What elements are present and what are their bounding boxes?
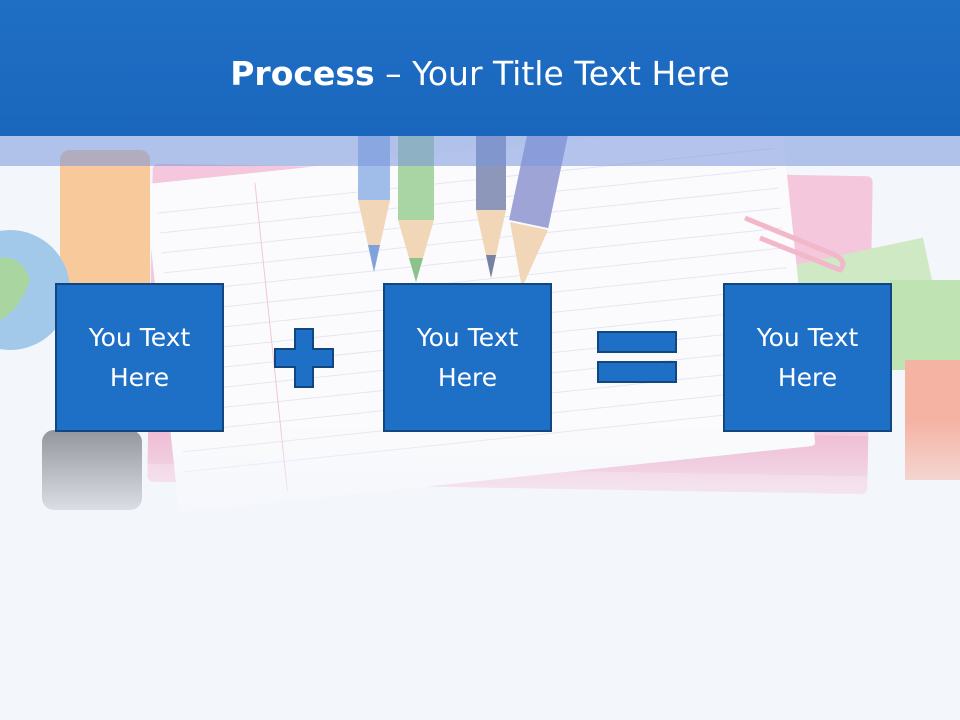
process-box-1[interactable]: You Text Here [55, 283, 224, 432]
slide-title: Process – Your Title Text Here [0, 54, 960, 94]
process-box-1-line-2: Here [109, 362, 170, 392]
process-box-2-line-1: You Text [416, 322, 519, 352]
process-box-3[interactable]: You Text Here [723, 283, 892, 432]
process-box-1-line-1: You Text [88, 322, 191, 352]
header-band [0, 136, 960, 166]
process-box-3-line-2: Here [777, 362, 838, 392]
process-box-3-line-1: You Text [756, 322, 859, 352]
title-bold: Process [230, 54, 375, 93]
process-box-2-line-2: Here [437, 362, 498, 392]
title-rest: – Your Title Text Here [374, 54, 730, 93]
plus-icon [274, 328, 334, 388]
process-box-2[interactable]: You Text Here [383, 283, 552, 432]
title-bar: Process – Your Title Text Here [0, 0, 960, 136]
equals-icon [597, 331, 677, 383]
